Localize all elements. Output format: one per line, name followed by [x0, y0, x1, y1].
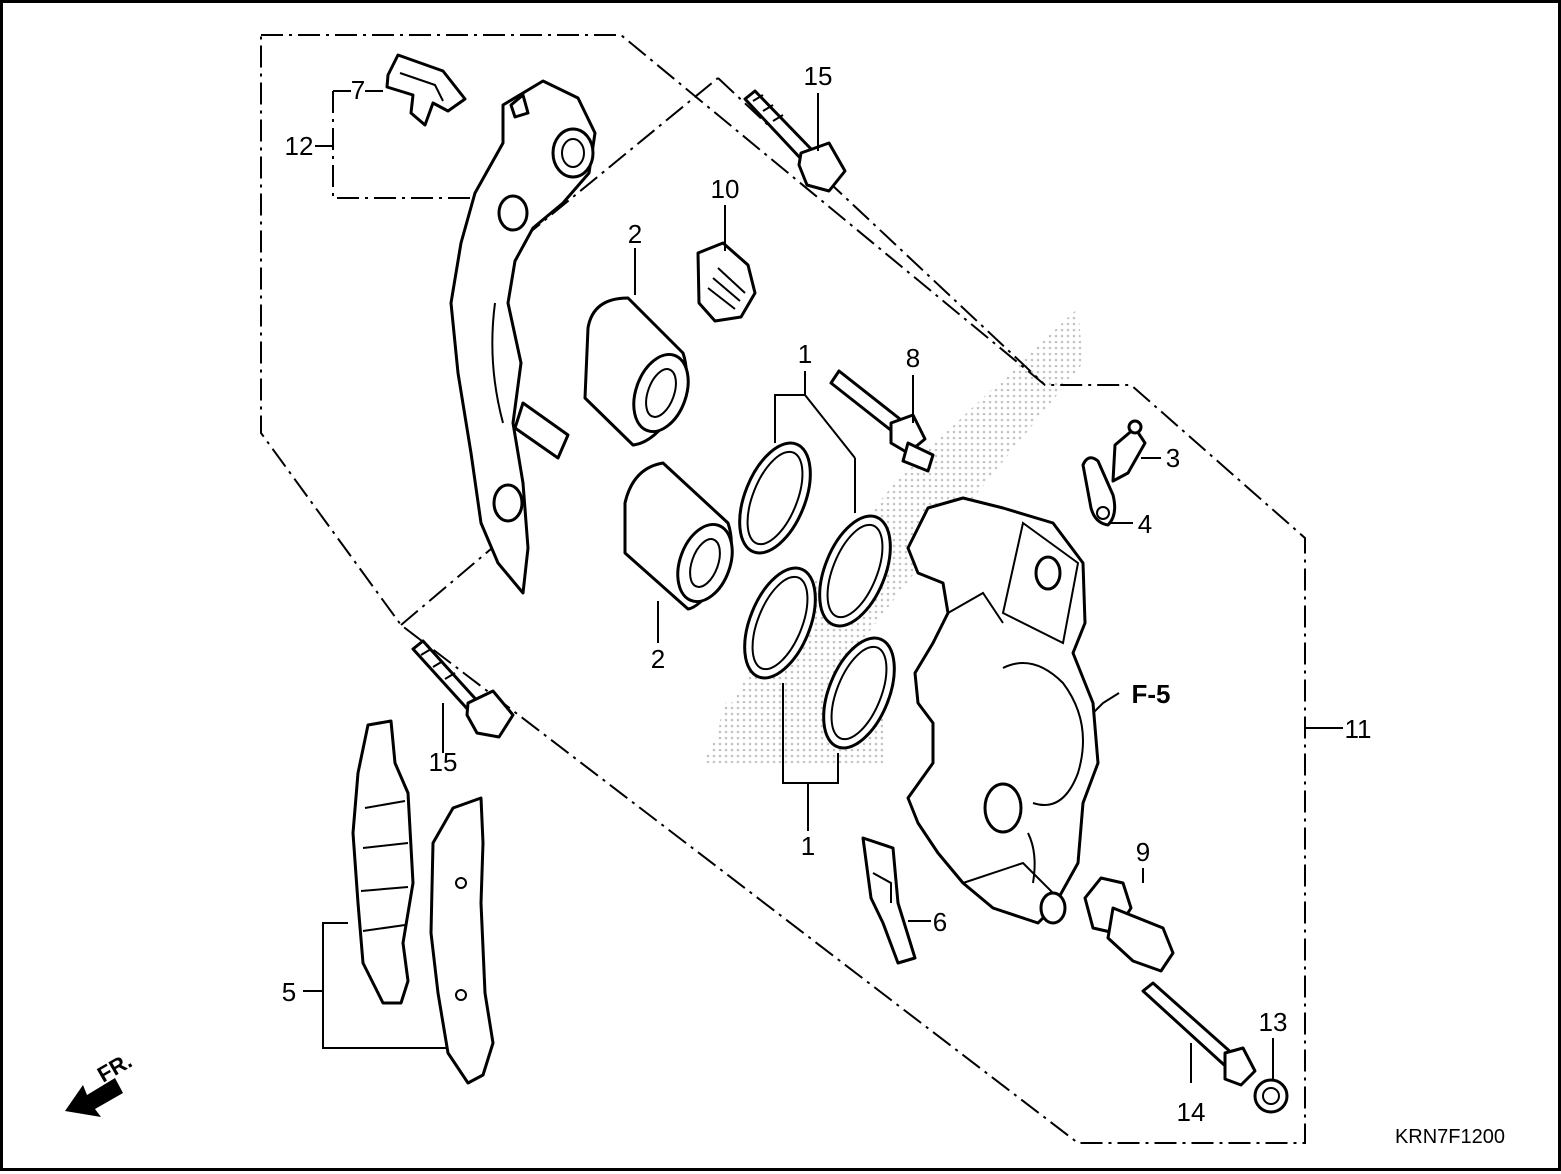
- callout-4: 4: [1138, 509, 1152, 539]
- callout-11: 11: [1345, 714, 1372, 744]
- callout-14: 14: [1177, 1097, 1206, 1127]
- reference-label-f5: F-5: [1132, 679, 1171, 709]
- callout-7: 7: [351, 75, 365, 105]
- pin-part-8: [829, 369, 935, 473]
- callout-2-bottom: 2: [651, 644, 665, 674]
- pad-spring-part-7: [385, 53, 467, 127]
- callout-13: 13: [1259, 1007, 1288, 1037]
- cap-part-4: [1081, 456, 1117, 527]
- seals-part-1: [738, 441, 896, 750]
- pin-bolt-part-9: [1083, 876, 1175, 973]
- callout-labels: 7 12 15 10 2 1 8 3 4 2 F-5 11 15 1 9 6 5…: [282, 61, 1372, 1127]
- diagram-code: KRN7F1200: [1395, 1126, 1505, 1148]
- shim-part-6: [861, 836, 917, 965]
- caliper-bracket: [449, 79, 597, 595]
- callout-5: 5: [282, 977, 296, 1007]
- leader-lines: [303, 90, 1343, 1083]
- callout-1-top: 1: [798, 339, 812, 369]
- bleeder-part-10: [696, 241, 757, 323]
- callout-6: 6: [933, 907, 947, 937]
- callout-2-top: 2: [628, 219, 642, 249]
- piston-part-2-bottom: [623, 461, 734, 611]
- brake-caliper-exploded-diagram: 7 12 15 10 2 1 8 3 4 2 F-5 11 15 1 9 6 5…: [65, 34, 1505, 1148]
- pin-part-14: [1141, 981, 1257, 1087]
- cap-part-3: [1111, 419, 1147, 483]
- callout-8: 8: [906, 343, 920, 373]
- caliper-body: [906, 496, 1100, 925]
- callout-15-top: 15: [804, 61, 833, 91]
- callout-10: 10: [711, 174, 740, 204]
- callout-15-bottom: 15: [429, 747, 458, 777]
- piston-part-2-top: [583, 296, 690, 447]
- callout-3: 3: [1166, 443, 1180, 473]
- callout-1-bottom: 1: [801, 831, 815, 861]
- front-direction-indicator: FR.: [65, 1048, 136, 1117]
- brake-pads-part-5: [351, 719, 495, 1085]
- callout-12: 12: [285, 131, 314, 161]
- bolt-part-15-top: [743, 89, 847, 193]
- front-label: FR.: [93, 1048, 136, 1087]
- callout-9: 9: [1136, 837, 1150, 867]
- plug-part-13: [1253, 1078, 1289, 1114]
- bolt-part-15-bottom: [411, 639, 515, 739]
